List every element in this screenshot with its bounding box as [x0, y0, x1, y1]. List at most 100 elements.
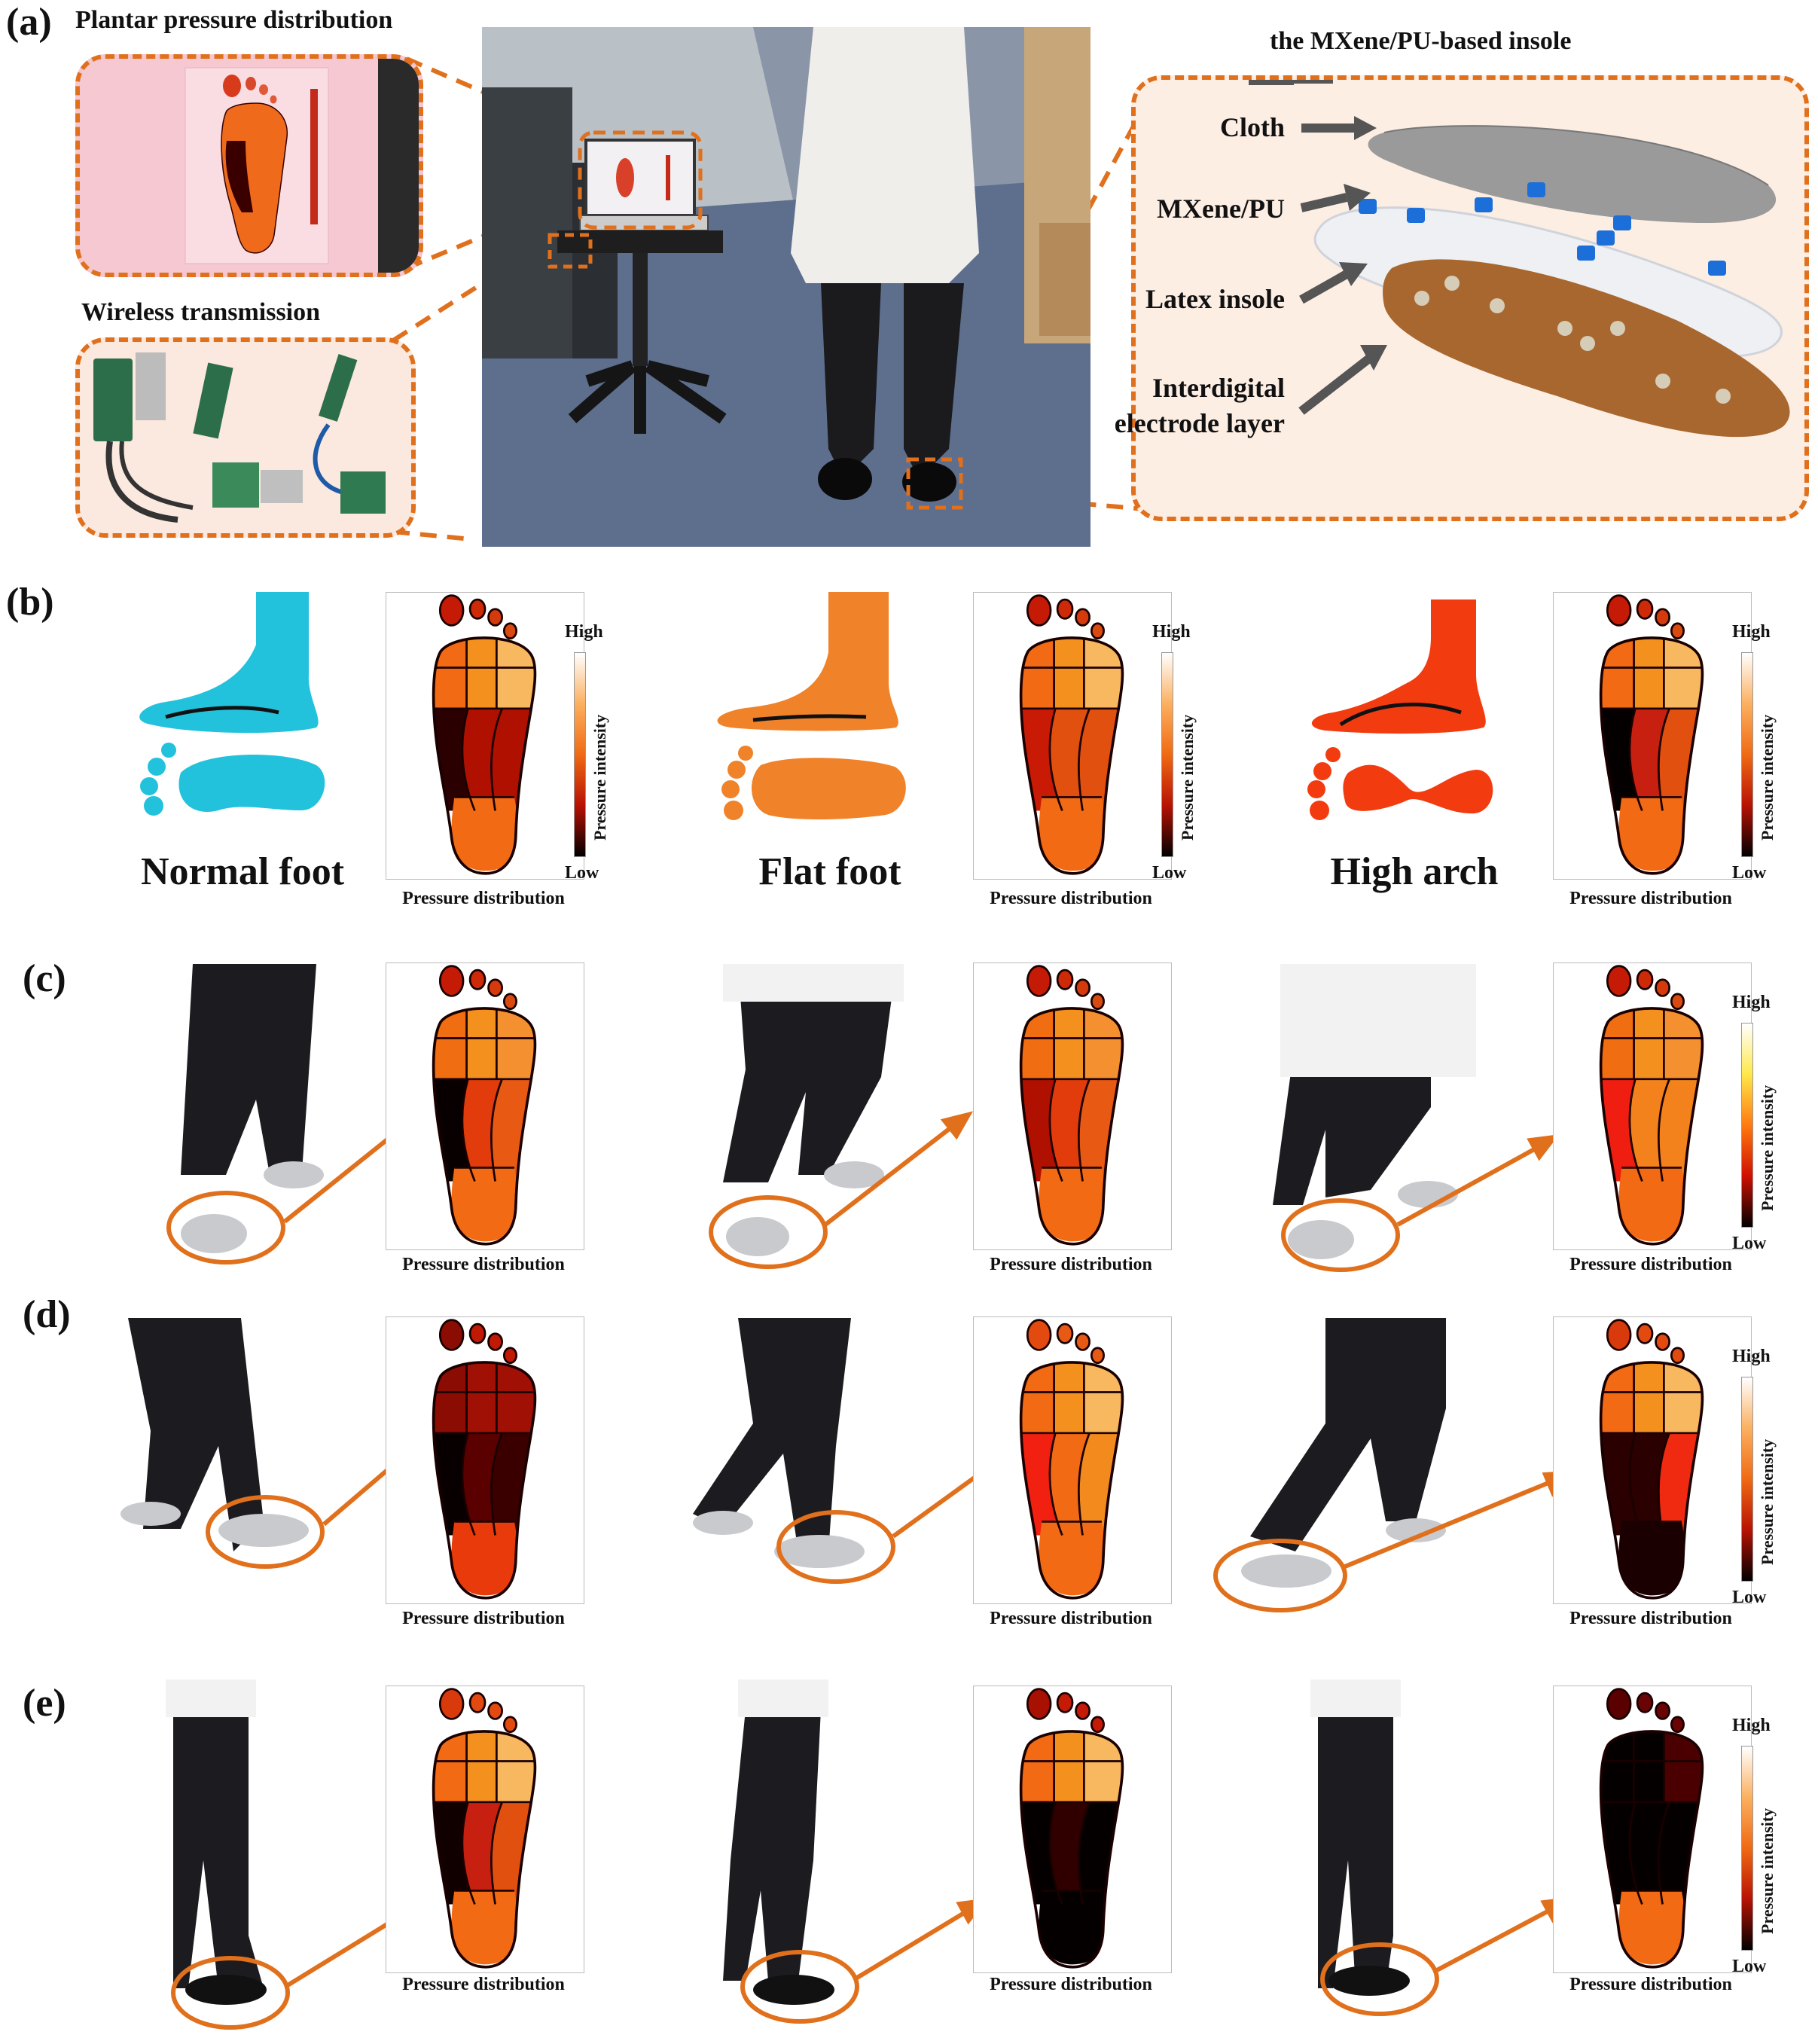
foot-pressure-svg [1599, 594, 1704, 875]
insole-title: the MXene/PU-based insole [1270, 27, 1572, 55]
toe-region [487, 1332, 503, 1351]
foot-pressure-svg [432, 965, 537, 1246]
toe-region [1090, 1347, 1105, 1364]
toe-region [1636, 1322, 1654, 1344]
colorbar-high-label: High [1732, 622, 1771, 642]
colorbar-low-label: Low [1732, 1234, 1767, 1253]
pressure-caption: Pressure distribution [990, 1975, 1152, 1994]
foot-type-flat: Flat foot [758, 850, 901, 893]
toe-region [502, 1347, 517, 1364]
toe-region [1026, 594, 1052, 627]
panel-d-label: (d) [23, 1293, 71, 1336]
foot-pressure-svg [1019, 1688, 1124, 1969]
toe-region [1056, 1322, 1074, 1344]
toe-region [487, 608, 503, 627]
pressure-caption: Pressure distribution [990, 889, 1152, 908]
colorbar-high-label: High [1732, 1716, 1771, 1735]
pressure-caption: Pressure distribution [990, 1609, 1152, 1628]
colorbar-title: Pressure intensity [1758, 1438, 1777, 1565]
toe-region [1075, 1701, 1090, 1720]
lab-photo [482, 27, 1090, 547]
pressure-caption: Pressure distribution [1569, 1975, 1732, 1994]
toe-region [1655, 608, 1670, 627]
colorbar-high-label: High [1732, 993, 1771, 1012]
toe-region [1075, 608, 1090, 627]
colorbar-low-label: Low [1732, 1588, 1767, 1607]
toe-region [1026, 965, 1052, 997]
toe-region [468, 1692, 487, 1713]
layer-label-cloth: Cloth [1219, 112, 1285, 142]
pressure-map-c-3 [1553, 963, 1752, 1250]
layer-label-latex: Latex insole [1145, 284, 1285, 314]
toe-region [1606, 965, 1632, 997]
toe-region [502, 993, 517, 1010]
colorbar-gradient [1741, 1377, 1753, 1582]
toe-region [1056, 1692, 1074, 1713]
pressure-caption: Pressure distribution [1569, 889, 1732, 908]
toe-region [1670, 993, 1685, 1010]
colorbar-gradient [1741, 1023, 1753, 1228]
layer-label-electrode: Interdigital electrode layer [1114, 373, 1285, 438]
pressure-map-d-3 [1553, 1316, 1752, 1604]
toe-region [1655, 1701, 1670, 1720]
pressure-caption: Pressure distribution [402, 1609, 565, 1628]
toe-region [1655, 978, 1670, 997]
colorbar-high-label: High [1152, 622, 1191, 642]
wireless-modules-photo [80, 342, 411, 533]
toe-region [468, 598, 487, 620]
panel-c-label: (c) [23, 957, 66, 1000]
toe-region [438, 965, 465, 997]
toe-region [1026, 1688, 1052, 1720]
foot-pressure-svg [1019, 594, 1124, 875]
toe-region [1636, 969, 1654, 990]
pressure-map-e-2 [973, 1686, 1172, 1973]
toe-region [1090, 993, 1105, 1010]
toe-region [487, 978, 503, 997]
foot-pressure-svg [1599, 1319, 1704, 1600]
foot-type-high-arch: High arch [1330, 850, 1499, 893]
foot-icon-high-arch [1307, 599, 1493, 820]
toe-region [502, 1716, 517, 1733]
foot-pressure-svg [432, 1319, 537, 1600]
panel-a-label: (a) [6, 1, 52, 44]
pressure-map-c-2 [973, 963, 1172, 1250]
wireless-callout [75, 337, 416, 538]
screen-photo [80, 59, 419, 273]
wireless-title: Wireless transmission [81, 298, 321, 326]
colorbar-title: Pressure intensity [1178, 714, 1197, 840]
toe-region [468, 969, 487, 990]
panel-e-label: (e) [23, 1682, 66, 1725]
toe-region [438, 1688, 465, 1720]
toe-region [487, 1701, 503, 1720]
colorbar-title: Pressure intensity [1758, 1085, 1777, 1211]
pressure-caption: Pressure distribution [1569, 1255, 1732, 1274]
lab-scene [482, 27, 1090, 547]
toe-region [468, 1322, 487, 1344]
insole-callout: Cloth MXene/PU Latex insole Interdigital… [1115, 75, 1809, 521]
foot-pressure-svg [1599, 965, 1704, 1246]
toe-region [1606, 1319, 1632, 1351]
posture-photos [120, 964, 1476, 2005]
pressure-map-b-3 [1553, 592, 1752, 880]
layer-arrows [1298, 116, 1387, 415]
insole-exploded-view [1249, 80, 1790, 438]
panel-b-label: (b) [6, 581, 54, 624]
pressure-map-d-1 [386, 1316, 584, 1604]
pressure-map-e-1 [386, 1686, 584, 1973]
colorbar-high-label: High [1732, 1347, 1771, 1366]
colorbar-gradient [1161, 652, 1173, 857]
colorbar-low-label: Low [1152, 863, 1187, 883]
foot-pressure-svg [1019, 965, 1124, 1246]
pressure-caption: Pressure distribution [402, 1975, 565, 1994]
colorbar-low-label: Low [1732, 1957, 1767, 1976]
pressure-map-d-2 [973, 1316, 1172, 1604]
toe-region [1636, 1692, 1654, 1713]
foot-pressure-svg [432, 594, 537, 875]
colorbar-title: Pressure intensity [1758, 714, 1777, 840]
pressure-map-c-1 [386, 963, 584, 1250]
toe-region [1075, 978, 1090, 997]
toe-region [1075, 1332, 1090, 1351]
colorbar-gradient [1741, 652, 1753, 857]
toe-region [502, 622, 517, 639]
colorbar-title: Pressure intensity [590, 714, 609, 840]
